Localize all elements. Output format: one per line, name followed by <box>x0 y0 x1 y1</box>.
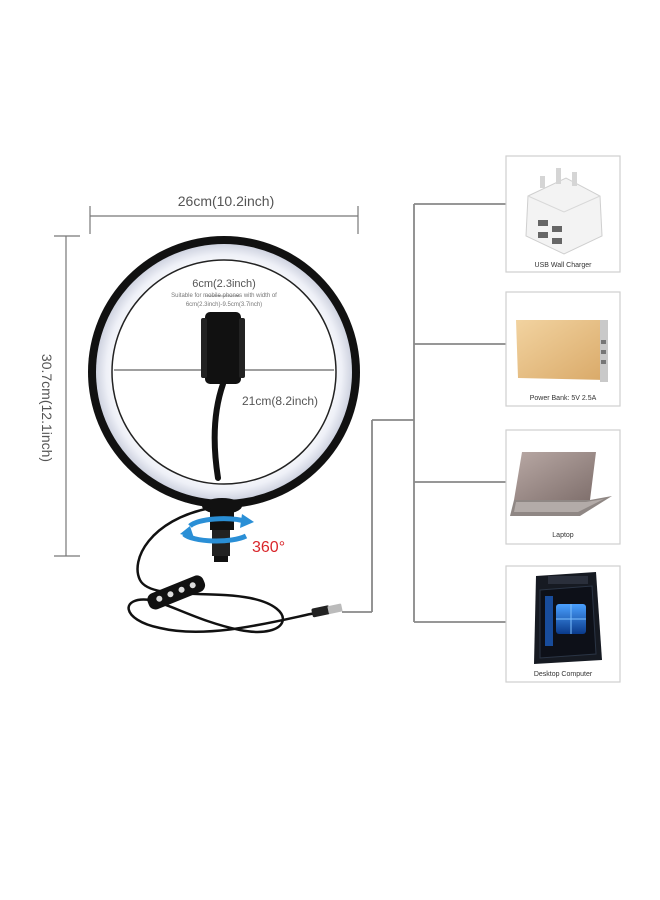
usb-wall-charger-icon <box>525 168 603 255</box>
width-dimension: 26cm(10.2inch) <box>89 193 359 234</box>
laptop-icon <box>510 452 612 516</box>
device-label-laptop: Laptop <box>552 532 574 539</box>
ring-inner-label: 21cm(8.2inch) <box>242 394 318 408</box>
device-label-power-bank: Power Bank: 5V 2.5A <box>530 395 597 402</box>
desktop-computer-icon <box>534 572 602 664</box>
device-label-usb-wall-charger: USB Wall Charger <box>535 262 593 269</box>
holder-note-line1: Suitable for mobile phones with width of <box>171 293 277 299</box>
height-dimension: 30.7cm(12.1inch) <box>39 235 80 557</box>
holder-note-line2: 6cm(2.3inch)-9.5cm(3.7inch) <box>186 302 262 308</box>
phone-holder-clamp <box>201 312 245 384</box>
device-label-desktop-computer: Desktop Computer <box>534 671 593 678</box>
height-label: 30.7cm(12.1inch) <box>39 354 55 462</box>
rotation-label: 360° <box>252 539 285 556</box>
holder-width-label: 6cm(2.3inch) <box>192 278 256 290</box>
usb-cable <box>127 506 343 634</box>
rotation-arrow-icon <box>180 514 254 544</box>
device-card-usb-wall-charger: USB Wall Charger <box>505 155 621 273</box>
gooseneck <box>211 381 226 481</box>
device-card-desktop-computer: Desktop Computer <box>505 565 621 683</box>
device-card-power-bank: Power Bank: 5V 2.5A <box>505 291 621 407</box>
connector-lines <box>342 203 506 623</box>
width-label: 26cm(10.2inch) <box>178 193 275 209</box>
holder-dimension: 6cm(2.3inch) Suitable for mobile phones … <box>171 278 277 308</box>
power-bank-icon <box>516 320 608 382</box>
device-card-laptop: Laptop <box>505 429 621 545</box>
